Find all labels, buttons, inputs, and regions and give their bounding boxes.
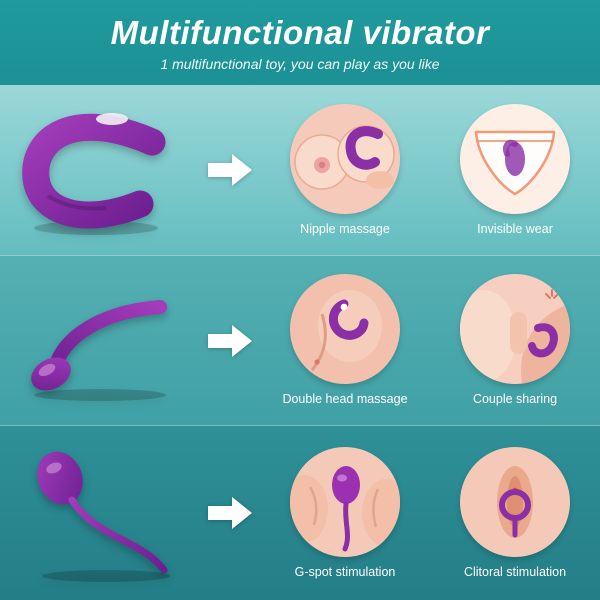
use-case: Nipple massage (260, 103, 430, 237)
usage-row-wand: Double head massage Couple sharing (0, 255, 600, 425)
use-case-label: Invisible wear (477, 221, 553, 236)
egg-vibrator-icon (0, 438, 200, 588)
page-title: Multifunctional vibrator (110, 13, 490, 51)
double-head-massage-illustration (290, 274, 400, 385)
use-case-label: Double head massage (282, 392, 408, 407)
usage-row-u-shape: Nipple massage Invisible wear (0, 85, 600, 255)
use-case: G-spot stimulation (260, 446, 430, 580)
couple-sharing-illustration (460, 274, 570, 385)
use-case: Invisible wear (430, 103, 600, 237)
curved-wand-vibrator-icon (0, 271, 200, 411)
use-case-label: Couple sharing (472, 392, 558, 407)
nipple-massage-illustration (290, 103, 400, 214)
use-case: Couple sharing (430, 274, 600, 407)
page-subtitle: 1 multifunctional toy, you can play as y… (160, 55, 440, 72)
usage-row-egg: G-spot stimulation Clitoral stimulation (0, 425, 600, 600)
invisible-wear-illustration (460, 103, 570, 214)
use-case-label: Nipple massage (300, 221, 390, 236)
use-case-label: Clitoral stimulation (463, 564, 567, 579)
header: Multifunctional vibrator 1 multifunction… (0, 0, 600, 85)
arrow-right-icon (200, 321, 260, 361)
use-case: Clitoral stimulation (430, 446, 600, 580)
clitoral-stimulation-illustration (460, 446, 570, 557)
g-spot-stimulation-illustration (290, 446, 400, 557)
use-case: Double head massage (260, 274, 430, 407)
arrow-right-icon (200, 150, 260, 190)
use-case-label: G-spot stimulation (294, 564, 396, 579)
arrow-right-icon (200, 493, 260, 533)
u-shape-vibrator-icon (0, 100, 200, 240)
